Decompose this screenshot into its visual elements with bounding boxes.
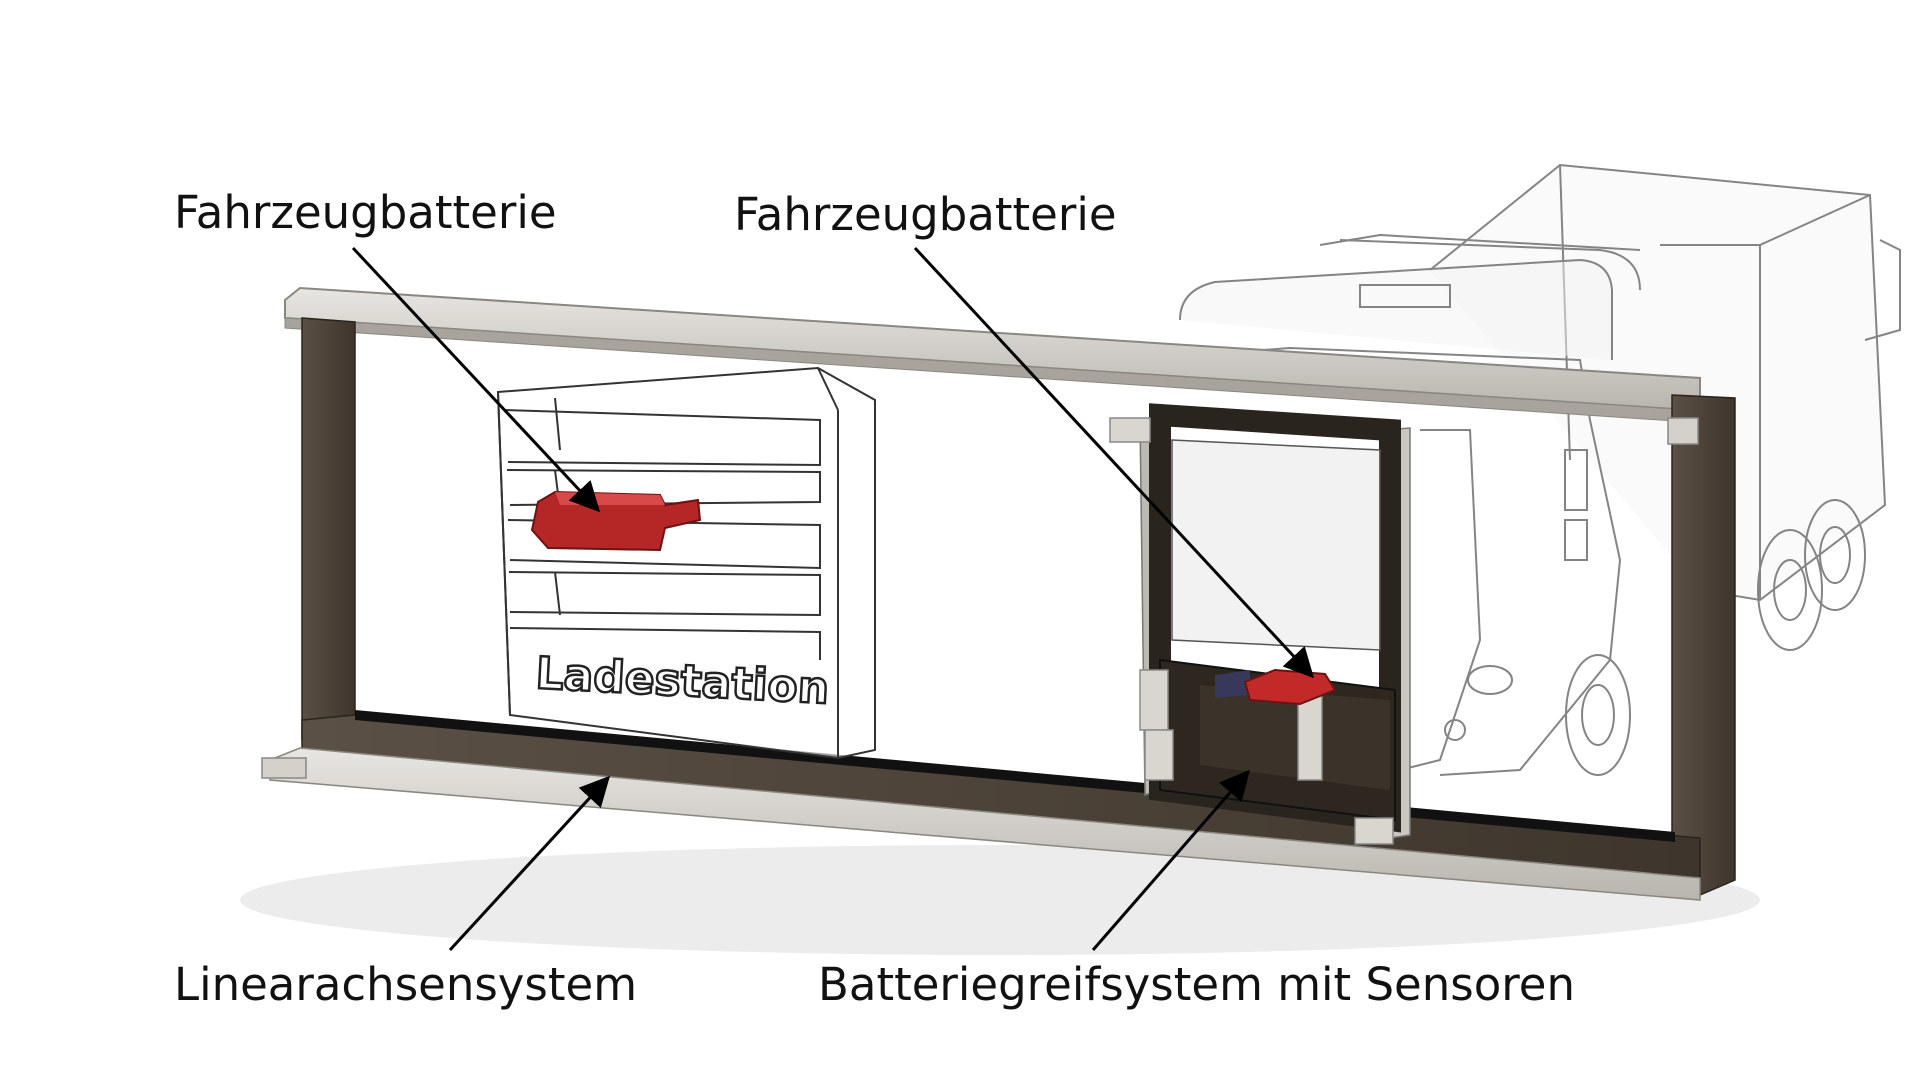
arrow-battery-right <box>913 246 1315 679</box>
arrow-battery-left <box>351 246 601 513</box>
vehicle-battery <box>1243 668 1337 706</box>
right-post <box>1671 394 1736 896</box>
truck-front-wheel <box>1565 654 1631 776</box>
linear-axis-frame <box>261 286 1736 901</box>
left-post <box>301 317 356 762</box>
label-vehicle-battery-gripper: Fahrzeugbatterie <box>734 188 1117 241</box>
truck-rear-wheel-1 <box>1757 529 1823 651</box>
truck-rear-wheel-2 <box>1804 499 1866 611</box>
label-linear-axis-system: Linearachsensystem <box>174 958 638 1011</box>
arrow-gripper <box>1091 769 1250 951</box>
label-battery-gripper-system: Batteriegreifsystem mit Sensoren <box>818 958 1575 1011</box>
gripper-carriage <box>1109 403 1411 845</box>
label-vehicle-battery-station: Fahrzeugbatterie <box>174 186 557 239</box>
callout-arrows <box>351 246 1315 952</box>
arrow-linear-axis <box>448 775 611 952</box>
